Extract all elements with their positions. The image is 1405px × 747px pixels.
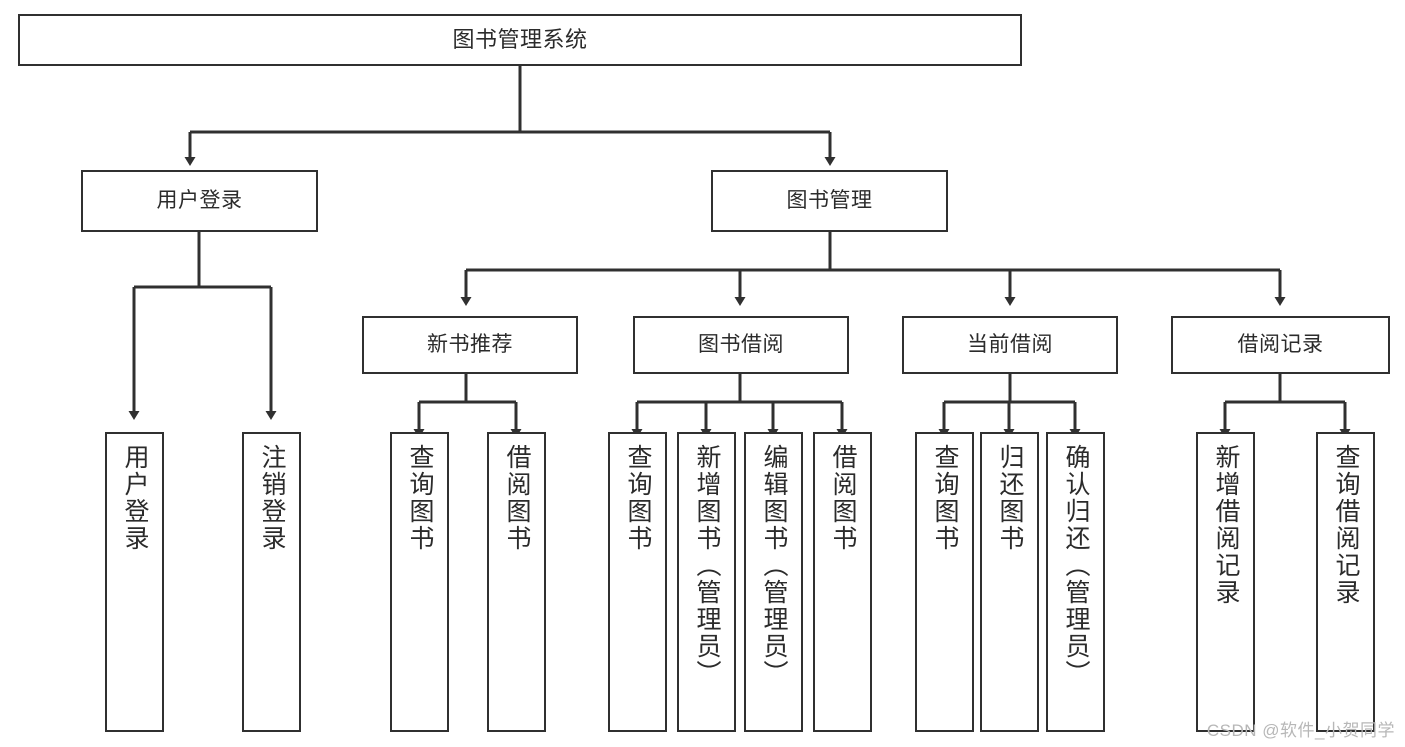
leaf-cb-return-book-label: 归还图书 <box>996 444 1024 552</box>
leaf-bb-add-book-label: 新增图书（管理员） <box>693 444 721 687</box>
leaf-cb-return-book[interactable]: 归还图书 <box>980 432 1039 732</box>
leaf-bb-borrow-book-label: 借阅图书 <box>829 444 857 552</box>
node-book-borrow-label: 图书借阅 <box>698 333 784 357</box>
node-book-management-label: 图书管理 <box>786 189 873 213</box>
node-borrow-records[interactable]: 借阅记录 <box>1171 316 1390 374</box>
node-new-book-recommend[interactable]: 新书推荐 <box>362 316 578 374</box>
node-current-borrow[interactable]: 当前借阅 <box>902 316 1118 374</box>
leaf-bb-edit-book[interactable]: 编辑图书（管理员） <box>744 432 803 732</box>
leaf-user-login-label: 用户登录 <box>121 444 149 552</box>
leaf-nb-borrow-book-label: 借阅图书 <box>503 444 531 552</box>
node-user-login[interactable]: 用户登录 <box>81 170 318 232</box>
node-user-login-label: 用户登录 <box>156 189 243 213</box>
leaf-br-add-record[interactable]: 新增借阅记录 <box>1196 432 1255 732</box>
leaf-bb-query-book-label: 查询图书 <box>624 444 652 552</box>
leaf-cb-query-book-label: 查询图书 <box>931 444 959 552</box>
leaf-cb-confirm-return-label: 确认归还（管理员） <box>1062 444 1090 687</box>
leaf-br-query-record-label: 查询借阅记录 <box>1332 444 1360 606</box>
leaf-br-query-record[interactable]: 查询借阅记录 <box>1316 432 1375 732</box>
node-book-borrow[interactable]: 图书借阅 <box>633 316 849 374</box>
leaf-br-add-record-label: 新增借阅记录 <box>1212 444 1240 606</box>
leaf-bb-add-book[interactable]: 新增图书（管理员） <box>677 432 736 732</box>
leaf-logout-label: 注销登录 <box>258 444 286 552</box>
leaf-cb-query-book[interactable]: 查询图书 <box>915 432 974 732</box>
leaf-nb-query-book[interactable]: 查询图书 <box>390 432 449 732</box>
node-root[interactable]: 图书管理系统 <box>18 14 1022 66</box>
node-new-book-recommend-label: 新书推荐 <box>427 333 513 357</box>
leaf-nb-borrow-book[interactable]: 借阅图书 <box>487 432 546 732</box>
node-book-management[interactable]: 图书管理 <box>711 170 948 232</box>
leaf-bb-edit-book-label: 编辑图书（管理员） <box>760 444 788 687</box>
node-current-borrow-label: 当前借阅 <box>967 333 1053 357</box>
leaf-nb-query-book-label: 查询图书 <box>406 444 434 552</box>
leaf-user-login[interactable]: 用户登录 <box>105 432 164 732</box>
leaf-bb-borrow-book[interactable]: 借阅图书 <box>813 432 872 732</box>
leaf-bb-query-book[interactable]: 查询图书 <box>608 432 667 732</box>
node-borrow-records-label: 借阅记录 <box>1237 333 1324 357</box>
leaf-logout[interactable]: 注销登录 <box>242 432 301 732</box>
leaf-cb-confirm-return[interactable]: 确认归还（管理员） <box>1046 432 1105 732</box>
node-root-label: 图书管理系统 <box>452 26 588 52</box>
